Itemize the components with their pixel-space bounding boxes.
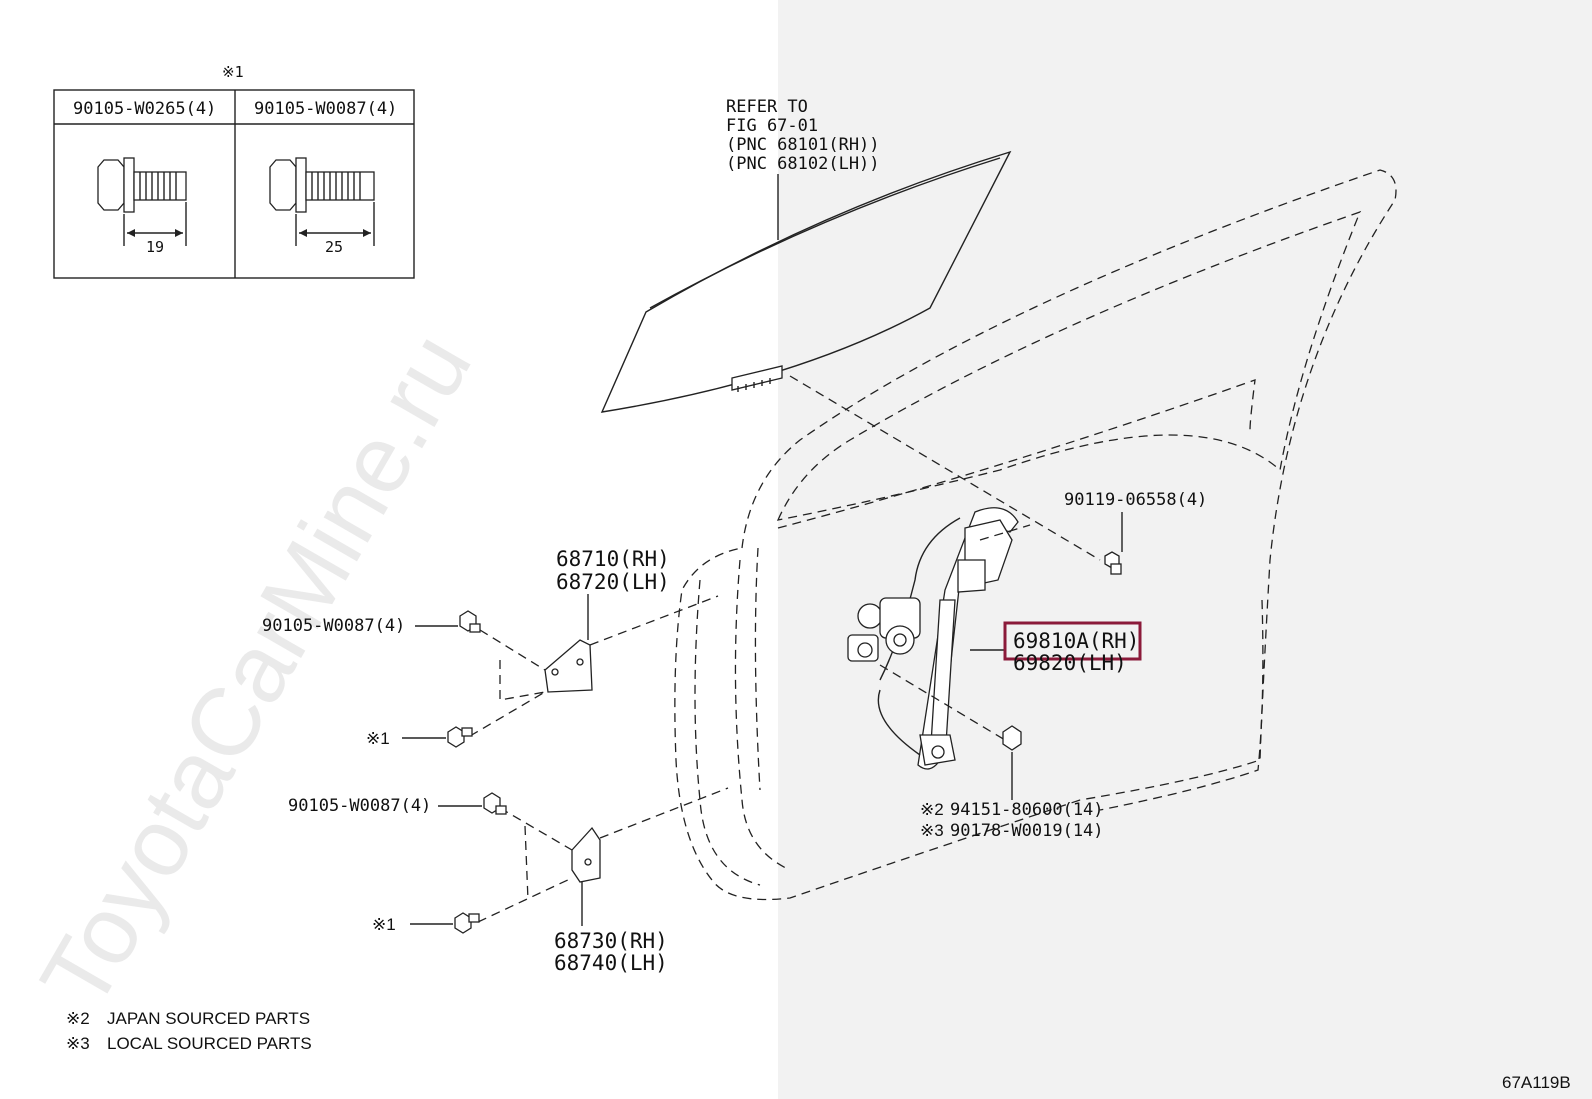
bolt-table-col1-dim: 19 (146, 238, 164, 256)
legend-mark-3: ※3 (66, 1034, 90, 1053)
legend-mark-2: ※2 (66, 1009, 90, 1028)
highlight-box (1003, 621, 1142, 661)
upper-hinge-bolt-label: 90105-W0087(4) (262, 616, 405, 636)
bolt-table-col1-part: 90105-W0265(4) (73, 99, 216, 119)
refer-note: REFER TO FIG 67-01 (PNC 68101(RH)) (PNC … (726, 97, 880, 240)
watermark: ToyotaCarMine.ru (21, 316, 492, 1026)
refer-line-1: REFER TO (726, 97, 808, 117)
refer-line-3: (PNC 68101(RH)) (726, 135, 880, 155)
hinge-bolt-note1-lower-icon (454, 912, 472, 934)
regulator-motor-icon (857, 603, 883, 629)
lower-hinge-label-lh: 68740(LH) (554, 951, 668, 975)
upper-hinge-label-lh: 68720(LH) (556, 570, 670, 594)
legend: ※2 JAPAN SOURCED PARTS ※3 LOCAL SOURCED … (66, 1009, 312, 1053)
upper-hinge-group: 68710(RH) 68720(LH) 90105-W0087(4) ※1 (262, 547, 719, 748)
door-glass (600, 150, 1012, 413)
upper-hinge-note-mark: ※1 (366, 729, 390, 748)
legend-text-japan: JAPAN SOURCED PARTS (107, 1009, 310, 1028)
regulator-label-lh: 69820(LH) (1013, 651, 1127, 675)
figure-id: 67A119B (1502, 1073, 1571, 1092)
regulator-nut-group: ※2 94151-80600(14) ※3 90178-W0019(14) (879, 664, 1104, 841)
flange-bolt-long-icon (269, 157, 375, 213)
right-panel-shade (778, 0, 1592, 1099)
upper-hinge-icon (544, 639, 593, 693)
upper-hinge-label-rh: 68710(RH) (556, 547, 670, 571)
lower-hinge-label-rh: 68730(RH) (554, 929, 668, 953)
lower-hinge-note-mark: ※1 (372, 915, 396, 934)
lower-hinge-group: 68730(RH) 68740(LH) 90105-W0087(4) ※1 (288, 787, 729, 975)
refer-line-4: (PNC 68102(LH)) (726, 154, 880, 174)
flange-bolt-short-icon (97, 157, 187, 213)
nut-mark-3: ※3 (920, 821, 944, 840)
bolt-table-frame (53, 89, 415, 279)
legend-text-local: LOCAL SOURCED PARTS (107, 1034, 312, 1053)
bolt-table-col2-part: 90105-W0087(4) (254, 99, 397, 119)
bolt-table-note: ※1 (222, 63, 244, 81)
bolt-table-col2-dim: 25 (325, 238, 343, 256)
bolt-table: ※1 90105-W0265(4) 90105-W0087(4) 19 25 (53, 63, 415, 279)
nut-label-90178: 90178-W0019(14) (950, 821, 1104, 841)
hinge-bolt-note1-upper-icon (447, 726, 465, 748)
door-outline (674, 169, 1397, 901)
refer-line-2: FIG 67-01 (726, 116, 818, 136)
nut-mark-2: ※2 (920, 800, 944, 819)
lower-hinge-icon (571, 826, 601, 883)
hex-nut-icon (1002, 725, 1022, 751)
window-regulator (847, 507, 1019, 770)
upper-right-bolt-group: 90119-06558(4) (789, 375, 1207, 575)
bolt-label-90119: 90119-06558(4) (1064, 490, 1207, 510)
regulator-label-rh: 69810A(RH) (1013, 629, 1139, 653)
lower-hinge-bolt-label: 90105-W0087(4) (288, 796, 431, 816)
nut-label-94151: 94151-80600(14) (950, 800, 1104, 820)
